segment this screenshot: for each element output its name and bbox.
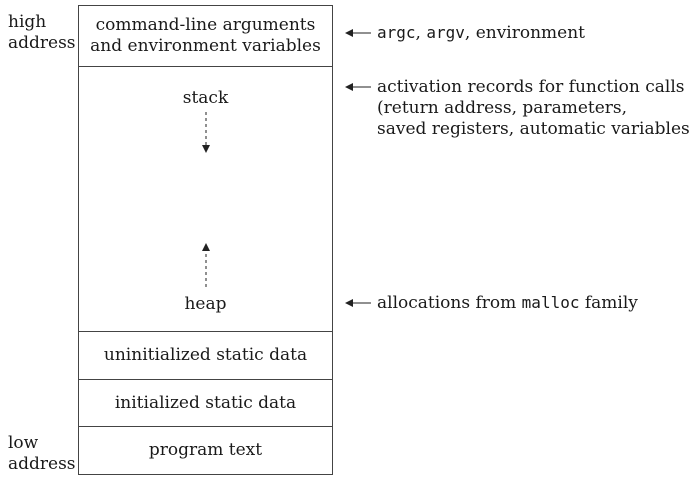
argc-code: argc xyxy=(377,23,416,42)
malloc-code: malloc xyxy=(521,293,580,312)
initialized-data-label: initialized static data xyxy=(114,392,297,413)
args-env-line1: command-line arguments xyxy=(95,15,316,35)
stack-annotation-line3: saved registers, automatic variables) xyxy=(377,119,690,139)
heap-annotation-suffix: family xyxy=(584,293,638,313)
args-annotation: argc, argv, environment xyxy=(377,23,586,43)
uninitialized-data-label: uninitialized static data xyxy=(103,345,308,365)
segment-initialized-data: initialized static data xyxy=(79,380,332,427)
program-text-label: program text xyxy=(148,440,263,460)
segment-args-env: command-line arguments and environment v… xyxy=(79,6,332,67)
argv-code: argv xyxy=(426,23,465,42)
low-address-label: low address xyxy=(8,433,76,474)
heap-annotation: allocations from malloc family xyxy=(377,292,638,314)
segment-program-text: program text xyxy=(79,427,332,474)
heap-annotation-prefix: allocations from xyxy=(377,293,522,313)
stack-annotation: activation records for function calls (r… xyxy=(377,77,690,140)
heap-label: heap xyxy=(184,294,227,314)
stack-label: stack xyxy=(182,88,229,108)
high-address-label: high address xyxy=(8,12,76,53)
args-env-line2: and environment variables xyxy=(90,36,321,56)
stack-annotation-line1: activation records for function calls xyxy=(377,77,685,97)
memory-layout: command-line arguments and environment v… xyxy=(78,5,333,475)
segment-uninitialized-data: uninitialized static data xyxy=(79,332,332,380)
environment-text: environment xyxy=(475,23,586,43)
segment-stack-heap: stack heap xyxy=(79,67,332,332)
stack-annotation-line2: (return address, parameters, xyxy=(377,98,628,118)
